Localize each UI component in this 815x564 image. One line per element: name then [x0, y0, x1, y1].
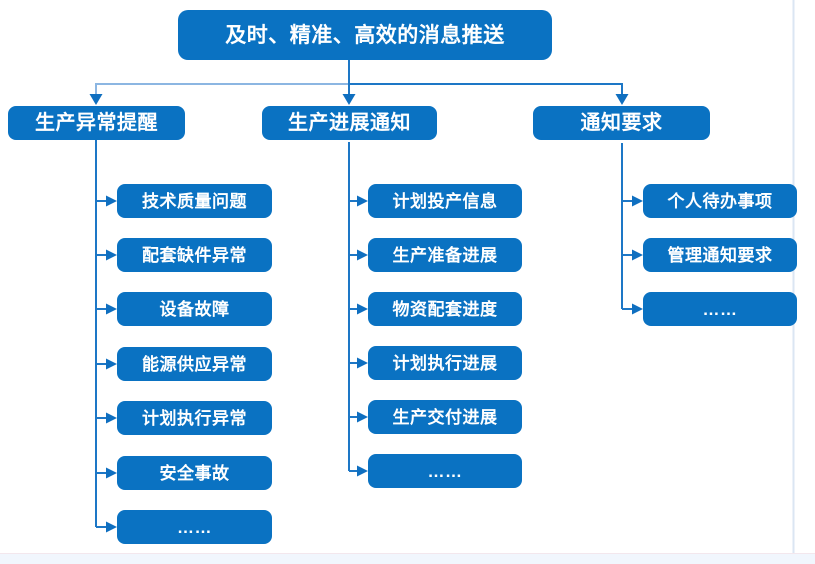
node-plan-execution-progress: 计划执行进展	[368, 346, 522, 380]
node-management-notice-requirement: 管理通知要求	[643, 238, 797, 272]
branch-0-connectors	[95, 140, 117, 533]
arrowhead-right-icon	[106, 249, 117, 261]
arrowhead-right-icon	[357, 195, 368, 207]
node-equipment-failure: 设备故障	[117, 292, 272, 326]
branch-production-anomaly-alert: 生产异常提醒	[8, 106, 185, 140]
arrowhead-right-icon	[357, 303, 368, 315]
arrowhead-right-icon	[106, 521, 117, 533]
node-ellipsis-requirements: ……	[643, 292, 797, 326]
branch-1-connectors	[348, 142, 368, 477]
arrowhead-right-icon	[632, 249, 643, 261]
node-material-supporting-progress: 物资配套进度	[368, 292, 522, 326]
arrowhead-down-icon	[342, 94, 356, 105]
root-node: 及时、精准、高效的消息推送	[178, 10, 552, 60]
arrowhead-down-icon	[615, 94, 629, 105]
arrowhead-right-icon	[357, 465, 368, 477]
node-tech-quality-issue: 技术质量问题	[117, 184, 272, 218]
arrowhead-down-icon	[89, 94, 103, 105]
connector-line	[349, 83, 623, 94]
node-ellipsis-anomaly: ……	[117, 510, 272, 544]
arrowhead-right-icon	[632, 195, 643, 207]
branch-production-progress-notice: 生产进展通知	[262, 106, 437, 140]
arrowhead-right-icon	[106, 467, 117, 479]
top-connectors	[89, 60, 629, 105]
node-ellipsis-progress: ……	[368, 454, 522, 488]
connector-line	[95, 83, 349, 94]
bottom-band	[0, 553, 815, 564]
arrowhead-right-icon	[357, 357, 368, 369]
node-production-delivery-progress: 生产交付进展	[368, 400, 522, 434]
branch-notice-requirements: 通知要求	[533, 106, 710, 140]
node-safety-incident: 安全事故	[117, 456, 272, 490]
node-plan-execution-anomaly: 计划执行异常	[117, 401, 272, 435]
arrowhead-right-icon	[357, 249, 368, 261]
node-production-prep-progress: 生产准备进展	[368, 238, 522, 272]
arrowhead-right-icon	[106, 412, 117, 424]
arrowhead-right-icon	[632, 303, 643, 315]
node-personal-todo: 个人待办事项	[643, 184, 797, 218]
arrowhead-right-icon	[106, 358, 117, 370]
arrowhead-right-icon	[106, 303, 117, 315]
node-missing-parts-anomaly: 配套缺件异常	[117, 238, 272, 272]
node-energy-supply-anomaly: 能源供应异常	[117, 347, 272, 381]
arrowhead-right-icon	[106, 195, 117, 207]
node-plan-commissioning-info: 计划投产信息	[368, 184, 522, 218]
arrowhead-right-icon	[357, 411, 368, 423]
branch-2-connectors	[621, 143, 643, 315]
